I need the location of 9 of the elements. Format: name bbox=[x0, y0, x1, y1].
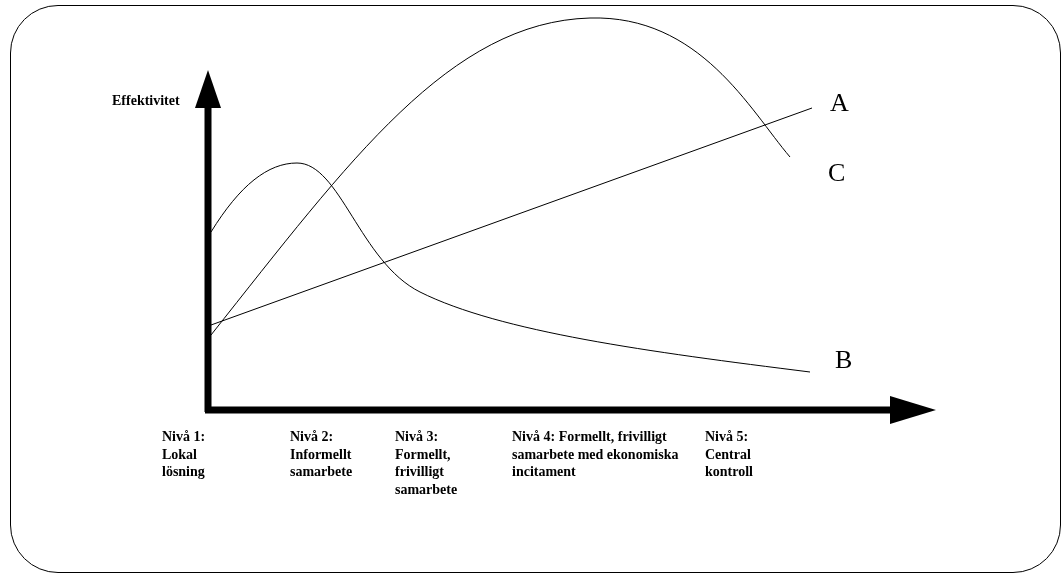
level-label: Nivå 3: Formellt, frivilligt samarbete bbox=[395, 428, 459, 498]
level-label: Nivå 4: Formellt, frivilligt samarbete med ekonomiska incitament bbox=[512, 428, 680, 481]
level-label: Nivå 1: Lokal lösning bbox=[162, 428, 207, 481]
level-label: Nivå 5: Central kontroll bbox=[705, 428, 754, 481]
axis-title: Effektivitet bbox=[112, 93, 180, 109]
level-label: Nivå 2: Informellt samarbete bbox=[290, 428, 354, 481]
curve-label: B bbox=[835, 345, 853, 375]
curve-label: C bbox=[828, 158, 846, 188]
curve-label: A bbox=[830, 88, 849, 118]
